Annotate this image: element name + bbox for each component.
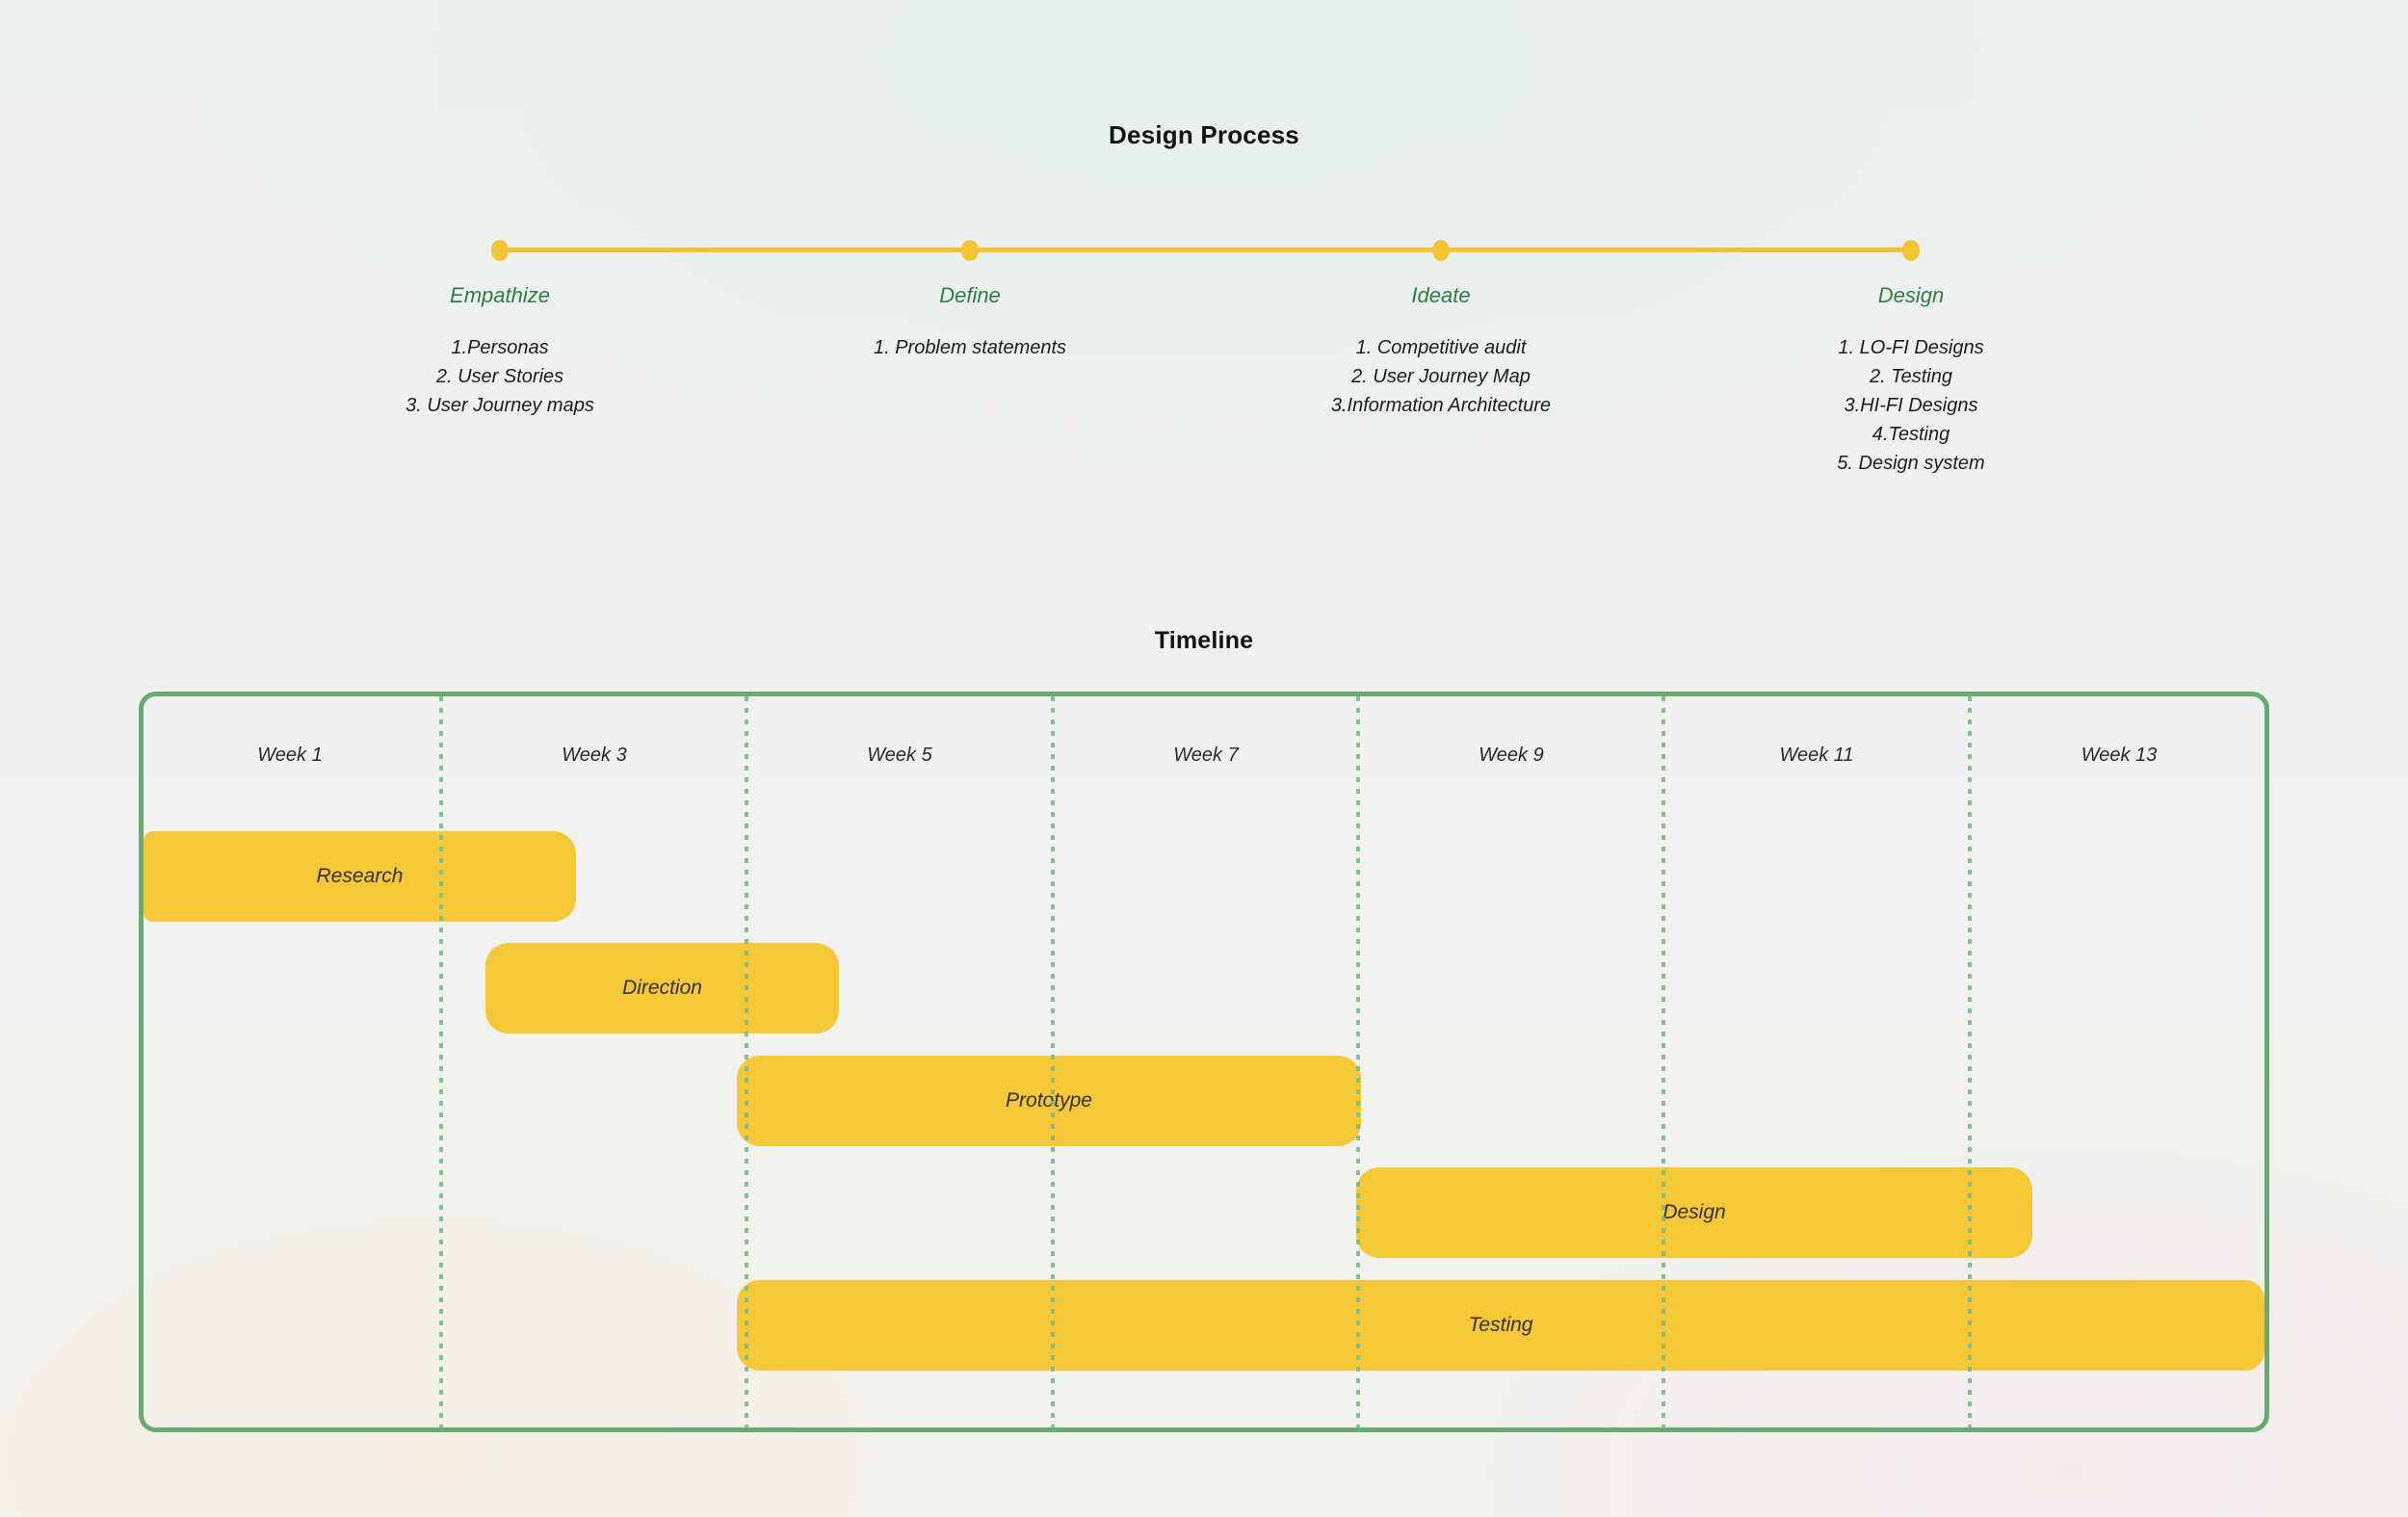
- week-gridline: [1356, 696, 1360, 1427]
- gantt-bar-testing: Testing: [737, 1280, 2264, 1371]
- phase-item-list: 1.Personas 2. User Stories 3. User Journ…: [406, 333, 594, 420]
- week-label: Week 11: [1779, 745, 1854, 766]
- milestone-dot: [1432, 240, 1450, 261]
- gantt-bar-design: Design: [1356, 1167, 2032, 1258]
- phase-item: 1. Problem statements: [873, 337, 1067, 358]
- phase-item: 1. LO-FI Designs: [1838, 337, 1984, 358]
- gantt-bar-label: Design: [1662, 1201, 1726, 1223]
- phase-item-list: 1. LO-FI Designs 2. Testing 3.HI-FI Desi…: [1837, 333, 1984, 478]
- phase-empathize: Empathize 1.Personas 2. User Stories 3. …: [406, 283, 594, 420]
- week-gridline: [1968, 696, 1972, 1427]
- gantt-bar-label: Prototype: [1006, 1089, 1092, 1112]
- gantt-chart: Week 1 Week 3 Week 5 Week 7 Week 9 Week …: [139, 692, 2269, 1432]
- phase-item: 5. Design system: [1837, 453, 1985, 474]
- week-label: Week 13: [2081, 745, 2158, 766]
- process-title: Design Process: [1109, 120, 1299, 149]
- phase-define: Define 1. Problem statements: [874, 283, 1066, 362]
- gantt-bar-label: Testing: [1468, 1314, 1533, 1336]
- process-track-line: [500, 248, 1911, 252]
- phase-item: 2. User Journey Map: [1351, 366, 1531, 387]
- gantt-bar-research: Research: [144, 831, 576, 922]
- milestone-dot: [491, 240, 509, 261]
- phase-item: 3. User Journey maps: [406, 395, 594, 416]
- phase-item: 2. User Stories: [435, 366, 564, 387]
- phase-item-list: 1. Problem statements: [874, 333, 1066, 362]
- phase-name: Design: [1877, 283, 1945, 307]
- gantt-bar-prototype: Prototype: [737, 1056, 1361, 1146]
- phase-item: 1.Personas: [451, 337, 549, 358]
- week-gridline: [1662, 696, 1665, 1427]
- phase-name: Empathize: [450, 283, 550, 307]
- week-label: Week 9: [1479, 745, 1544, 766]
- week-gridline: [745, 696, 748, 1427]
- gantt-bar-label: Direction: [622, 977, 702, 999]
- phase-item: 3.HI-FI Designs: [1844, 395, 1978, 416]
- week-label: Week 7: [1173, 745, 1239, 766]
- phase-item: 4.Testing: [1871, 424, 1950, 445]
- phase-name: Define: [939, 283, 1001, 307]
- gantt-bar-label: Research: [316, 865, 404, 887]
- timeline-title: Timeline: [1154, 627, 1254, 654]
- milestone-dot: [1902, 240, 1920, 261]
- week-label: Week 1: [257, 745, 323, 766]
- week-label: Week 3: [562, 745, 627, 766]
- phase-ideate: Ideate 1. Competitive audit 2. User Jour…: [1331, 283, 1551, 420]
- phase-name: Ideate: [1411, 283, 1471, 307]
- milestone-dot: [961, 240, 979, 261]
- phase-item: 3.Information Architecture: [1330, 395, 1552, 416]
- phase-design: Design 1. LO-FI Designs 2. Testing 3.HI-…: [1837, 283, 1984, 478]
- gantt-bar-direction: Direction: [485, 943, 839, 1033]
- week-gridline: [1051, 696, 1055, 1427]
- phase-item-list: 1. Competitive audit 2. User Journey Map…: [1331, 333, 1551, 420]
- phase-item: 1. Competitive audit: [1355, 337, 1527, 358]
- week-gridline: [439, 696, 443, 1427]
- week-label: Week 5: [867, 745, 932, 766]
- phase-item: 2. Testing: [1869, 366, 1952, 387]
